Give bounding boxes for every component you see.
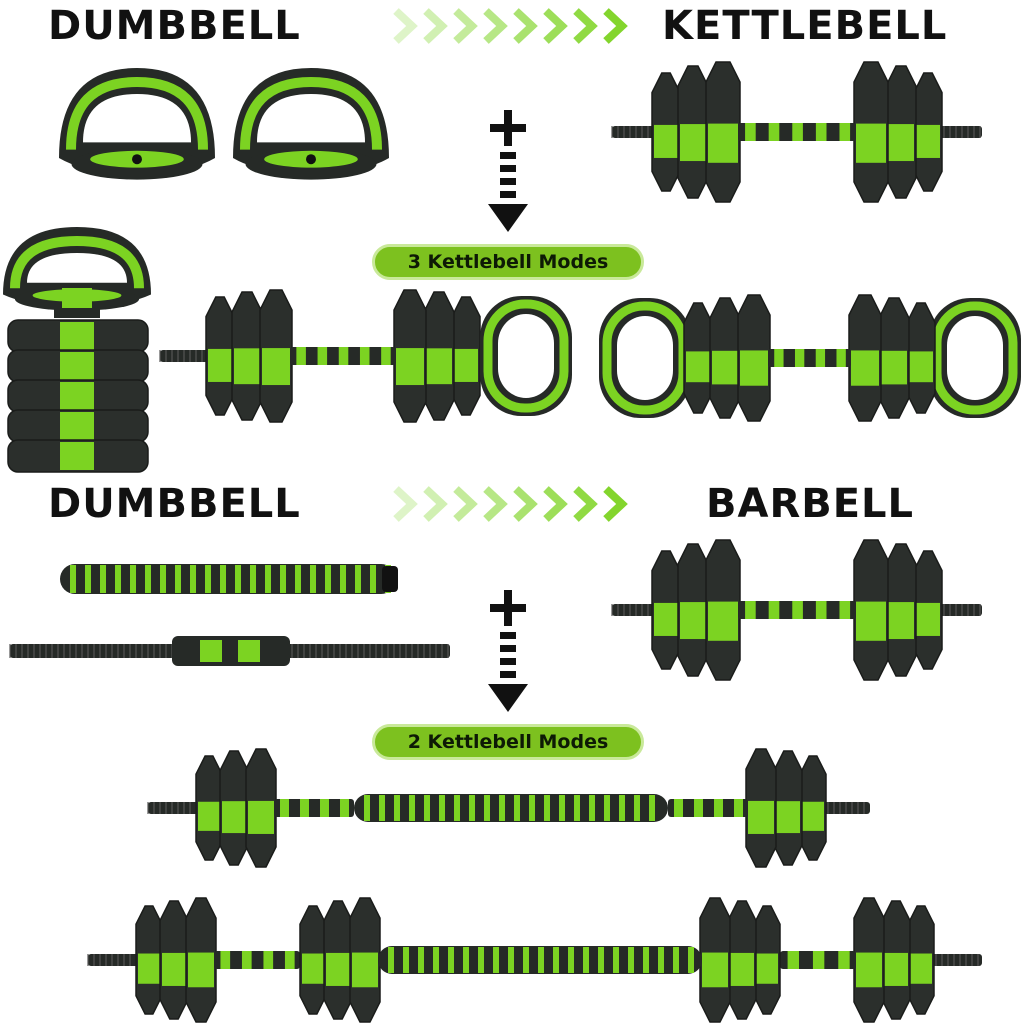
chevron-right-icon (393, 486, 418, 522)
plus-icon (490, 110, 526, 146)
heading-kettlebell: KETTLEBELL (662, 3, 948, 49)
chevron-right-icon (603, 8, 628, 44)
chevron-right-icon (543, 8, 568, 44)
chevron-right-icon (453, 486, 478, 522)
kettlebell-handle (480, 296, 572, 416)
stacked-kettlebell (3, 227, 151, 473)
chevron-right-icon (483, 8, 508, 44)
dashed-arrow-down-icon (488, 632, 528, 712)
chevron-right-icon (513, 8, 538, 44)
kettlebell-handle (929, 298, 1021, 418)
chevron-right-icon (393, 8, 418, 44)
foam-barbell-bar (60, 564, 398, 594)
heading-barbell: BARBELL (706, 481, 915, 527)
heading-dumbbell-top: DUMBBELL (48, 3, 301, 49)
kettlebell-handle (233, 68, 389, 180)
connector-rod (9, 636, 450, 666)
chevron-right-icon (513, 486, 538, 522)
chevron-right-icon (603, 486, 628, 522)
kettlebell-handle (3, 227, 151, 311)
chevron-right-icon (453, 8, 478, 44)
chevron-right-icon (573, 486, 598, 522)
badge-2-kettlebell-modes: 2 Kettlebell Modes (372, 724, 644, 760)
dumbbell-kettlebell-mode-1 (159, 289, 572, 423)
chevron-right-icon (423, 486, 448, 522)
kettlebell-handle (59, 68, 215, 180)
heading-dumbbell-mid: DUMBBELL (48, 481, 301, 527)
kettlebell-handle (599, 298, 691, 418)
plus-icon (490, 590, 526, 626)
barbell-mode-2 (87, 897, 982, 1023)
chevron-right-icon (573, 8, 598, 44)
dumbbell-kettlebell-mode-2 (599, 294, 1021, 422)
dashed-arrow-down-icon (488, 152, 528, 232)
badge-3-kettlebell-modes: 3 Kettlebell Modes (372, 244, 644, 280)
dumbbell-mid-right (611, 539, 982, 681)
dumbbell-top-right (611, 61, 982, 203)
chevron-right-icon (543, 486, 568, 522)
barbell-mode-1 (147, 748, 870, 868)
chevron-right-icon (423, 8, 448, 44)
chevron-right-icon (483, 486, 508, 522)
